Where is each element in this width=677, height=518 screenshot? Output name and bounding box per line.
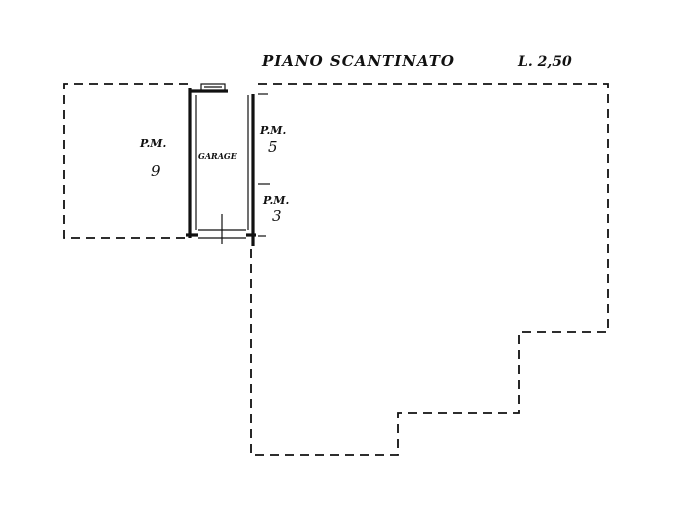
garage-label: GARAGE <box>198 151 238 161</box>
unit-right-top-number: 5 <box>268 138 278 156</box>
plan-title: PIANO SCANTINATO <box>261 52 455 70</box>
unit-left: P.M. 9 <box>139 137 166 180</box>
unit-right-top-label: P.M. <box>259 124 286 137</box>
unit-left-number: 9 <box>151 162 161 180</box>
garage: GARAGE <box>186 83 256 246</box>
basement-outline <box>250 83 609 456</box>
unit-left-label: P.M. <box>139 137 166 150</box>
storage-left-outline <box>63 83 190 239</box>
level-label: L. 2,50 <box>517 54 572 70</box>
garage-window <box>200 83 226 92</box>
unit-right-bottom-label: P.M. <box>262 194 289 207</box>
unit-right-bottom: P.M. 3 <box>262 194 289 225</box>
unit-right-top: P.M. 5 <box>259 124 286 156</box>
unit-right-bottom-number: 3 <box>272 207 282 225</box>
